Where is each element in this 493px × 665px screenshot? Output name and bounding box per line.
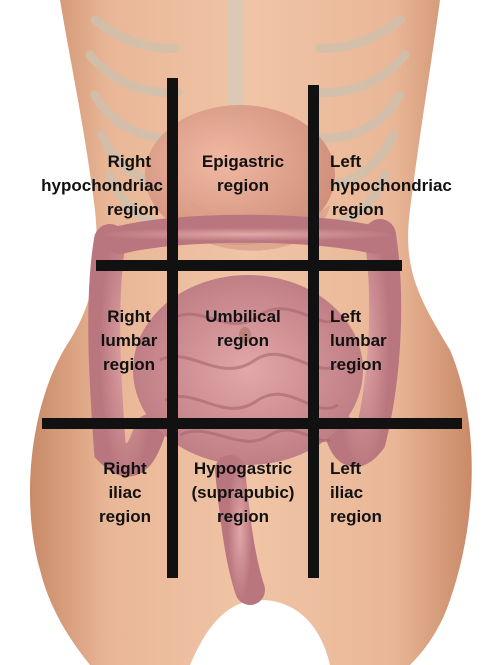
upper-horizontal-line bbox=[96, 260, 402, 271]
left-lumbar-label: Left lumbar region bbox=[330, 305, 430, 377]
right-hypochondriac-label: Right hypochondriac region bbox=[8, 150, 163, 222]
epigastric-label: Epigastric region bbox=[180, 150, 306, 198]
right-lumbar-label: Right lumbar region bbox=[90, 305, 168, 377]
right-iliac-label: Right iliac region bbox=[86, 457, 164, 529]
left-hypochondriac-label: Left hypochondriac region bbox=[326, 150, 486, 222]
left-iliac-label: Left iliac region bbox=[330, 457, 410, 529]
lower-horizontal-line bbox=[42, 418, 462, 429]
umbilical-label: Umbilical region bbox=[180, 305, 306, 353]
hypogastric-label: Hypogastric (suprapubic) region bbox=[176, 457, 310, 529]
